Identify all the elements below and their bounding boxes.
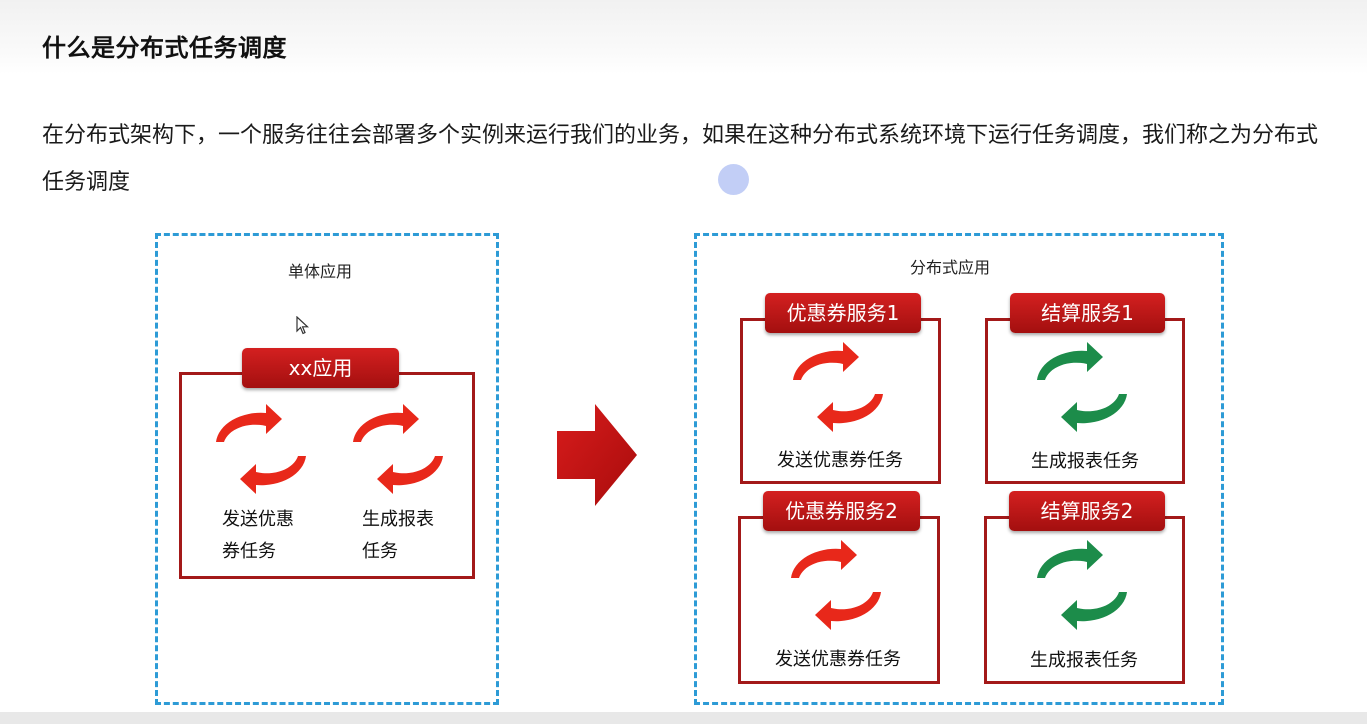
- cycle-arrows-icon: [1037, 342, 1127, 432]
- coupon-service-2-banner: 优惠券服务2: [763, 491, 920, 531]
- cycle-arrows-icon: [793, 342, 883, 432]
- single-task-report: 生成报表 任务: [362, 504, 434, 568]
- coupon-service-1-box: [740, 318, 941, 484]
- cycle-arrows-icon: [1037, 540, 1127, 630]
- coupon-service-2-task: 发送优惠券任务: [775, 649, 901, 670]
- right-arrow-icon: [557, 404, 637, 506]
- page-description: 在分布式架构下，一个服务往往会部署多个实例来运行我们的业务，如果在这种分布式系统…: [42, 123, 1319, 195]
- settlement-service-2-banner: 结算服务2: [1009, 491, 1165, 531]
- page-title: 什么是分布式任务调度: [42, 34, 287, 62]
- mouse-cursor-icon: [296, 316, 310, 335]
- cycle-arrows-icon: [353, 404, 443, 494]
- pointer-highlight: [718, 164, 749, 195]
- cycle-arrows-icon: [216, 404, 306, 494]
- settlement-service-1-banner: 结算服务1: [1010, 293, 1165, 333]
- bottom-strip: [0, 712, 1367, 724]
- distributed-app-group-label: 分布式应用: [909, 258, 990, 277]
- single-app-group: [155, 233, 499, 705]
- single-task-coupon: 发送优惠 券任务: [222, 504, 294, 568]
- cycle-arrows-icon: [791, 540, 881, 630]
- coupon-service-1-banner: 优惠券服务1: [765, 293, 921, 333]
- single-task-coupon-line1: 发送优惠: [222, 509, 294, 530]
- settlement-service-1-task: 生成报表任务: [1031, 451, 1139, 472]
- distributed-app-group: [694, 233, 1224, 705]
- single-task-report-line2: 任务: [362, 541, 398, 562]
- single-task-coupon-line2: 券任务: [222, 541, 276, 562]
- xx-app-banner: xx应用: [242, 348, 399, 388]
- header-bar: [0, 0, 1367, 74]
- single-task-report-line1: 生成报表: [362, 509, 434, 530]
- coupon-service-1-task: 发送优惠券任务: [777, 450, 903, 471]
- settlement-service-2-task: 生成报表任务: [1030, 650, 1138, 671]
- single-app-group-label: 单体应用: [287, 262, 352, 281]
